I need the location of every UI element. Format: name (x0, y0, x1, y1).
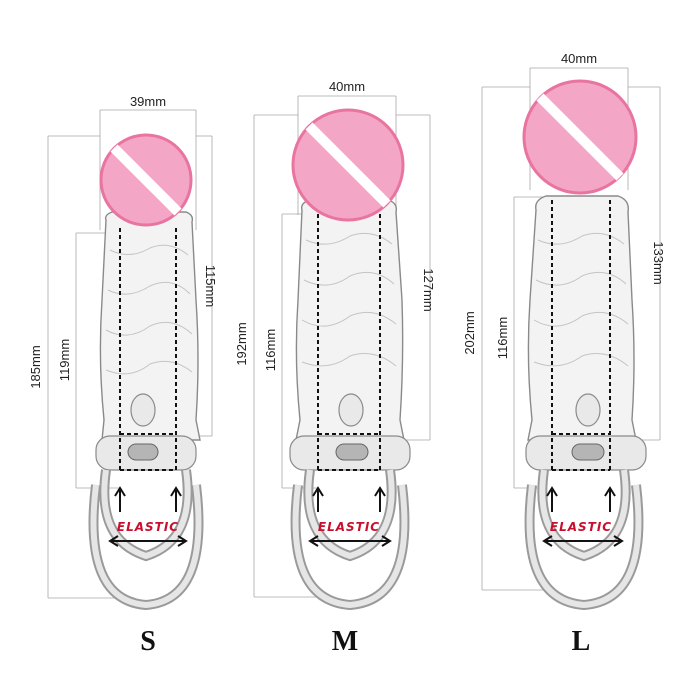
product-l: 40mm 202mm 116mm 133mm ELASTIC L (462, 51, 666, 657)
m-vibrator-bullet (335, 443, 369, 461)
m-head-width-label: 40mm (329, 79, 365, 94)
l-arrows (542, 486, 624, 547)
l-texture (533, 232, 629, 367)
s-arrows (108, 486, 188, 547)
s-shaft-length-label: 115mm (203, 265, 218, 307)
l-head-width-label: 40mm (561, 51, 597, 66)
s-elastic-label: ELASTIC (117, 520, 179, 534)
s-head-width-label: 39mm (130, 94, 166, 109)
l-inner-length-label: 116mm (495, 317, 510, 359)
s-vibrator-bullet (127, 443, 159, 461)
s-censor-mark (99, 133, 193, 227)
m-size-label: M (332, 626, 358, 657)
l-elastic-ring (537, 469, 631, 562)
s-size-label: S (140, 626, 156, 657)
l-nub (575, 393, 601, 427)
m-elastic-label: ELASTIC (318, 520, 380, 534)
l-guides (481, 67, 661, 591)
l-total-length-label: 202mm (462, 311, 477, 354)
m-inner-length-label: 116mm (263, 329, 278, 371)
m-censor-mark (291, 108, 405, 222)
m-shaft-length-label: 127mm (421, 268, 436, 311)
l-size-label: L (572, 626, 591, 657)
product-m: 40mm 192mm 116mm 127mm ELASTIC M (234, 79, 436, 657)
s-inner-length-label: 119mm (57, 339, 72, 381)
m-elastic-ring (303, 469, 397, 562)
l-censor-mark (522, 79, 638, 195)
s-elastic-ring (99, 469, 193, 562)
l-elastic-label: ELASTIC (550, 520, 612, 534)
s-nub (130, 393, 156, 427)
l-vibrator-bullet (571, 443, 605, 461)
product-s: 39mm 185mm 119mm 115mm ELASTIC S (28, 94, 218, 657)
m-arrows (308, 486, 392, 547)
m-nub (338, 393, 364, 427)
m-total-length-label: 192mm (234, 322, 249, 365)
l-shaft-length-label: 133mm (651, 241, 666, 284)
s-total-length-label: 185mm (28, 345, 43, 388)
